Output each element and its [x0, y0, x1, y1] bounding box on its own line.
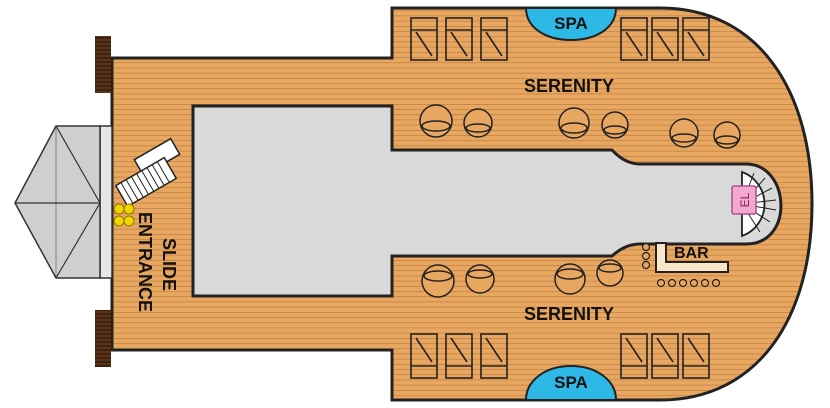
tables-bottom — [421, 259, 624, 298]
lounger — [410, 333, 438, 379]
spa-top-label: SPA — [554, 14, 588, 33]
table — [463, 108, 493, 138]
loungers-top — [410, 17, 710, 61]
table — [596, 259, 624, 287]
spa-top: SPA — [524, 7, 618, 42]
serenity-top-label: SERENITY — [524, 76, 614, 96]
loungers-bottom — [410, 333, 710, 379]
lounger — [480, 333, 508, 379]
lounger — [682, 333, 710, 379]
central-deck-area — [191, 104, 783, 298]
entrance-label: ENTRANCE — [135, 212, 155, 312]
lounger — [410, 17, 438, 61]
lounger — [445, 17, 473, 61]
slide-entrance-marker — [113, 203, 135, 227]
lounger — [651, 17, 679, 61]
lounger — [445, 333, 473, 379]
table — [419, 104, 453, 138]
spa-bottom-label: SPA — [554, 373, 588, 392]
table — [554, 263, 586, 295]
table — [465, 264, 495, 294]
slide-label: SLIDE — [159, 238, 179, 291]
bar-stools — [641, 242, 721, 288]
railing-top-left — [95, 36, 111, 93]
elevator-label: EL — [738, 192, 752, 207]
spa-bottom: SPA — [524, 364, 618, 401]
tables-top — [419, 104, 741, 149]
table — [558, 107, 590, 139]
lounger — [620, 17, 648, 61]
bar-label: BAR — [674, 245, 709, 262]
bar-counter: BAR — [641, 242, 729, 288]
canopy-structure — [14, 125, 113, 279]
table — [669, 118, 699, 148]
lounger — [651, 333, 679, 379]
serenity-bottom-label: SERENITY — [524, 304, 614, 324]
table — [601, 111, 629, 139]
table — [713, 121, 741, 149]
table — [421, 264, 455, 298]
lounger — [620, 333, 648, 379]
lounger — [682, 17, 710, 61]
railing-bottom-left — [95, 310, 111, 367]
slide-staircase — [114, 137, 181, 208]
elevator: EL — [731, 185, 757, 215]
lounger — [480, 17, 508, 61]
